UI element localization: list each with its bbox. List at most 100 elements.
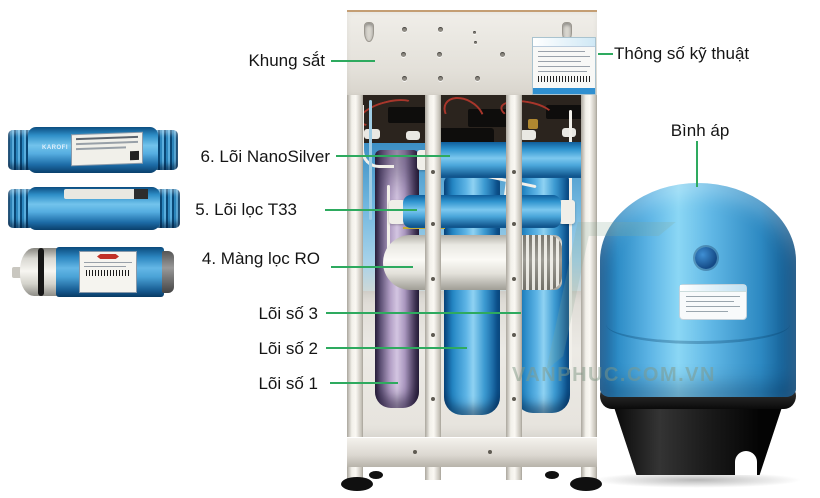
membrane-end-fitting <box>162 251 174 293</box>
frame-hole <box>438 76 443 81</box>
spec-row <box>538 51 585 52</box>
label-barcode <box>86 270 130 276</box>
frame-post <box>425 95 441 480</box>
screw <box>431 397 435 401</box>
ro-housing-ribbed-cap <box>517 235 562 290</box>
machinery-block <box>546 105 582 119</box>
spec-barcode <box>538 76 590 82</box>
cartridge-t33 <box>8 187 180 230</box>
screw <box>512 222 516 226</box>
tank-label-row <box>686 311 728 312</box>
screw <box>512 170 516 174</box>
screw <box>512 397 516 401</box>
water-tube <box>387 185 390 275</box>
callout-line-loi-t33 <box>325 209 417 211</box>
spec-row <box>538 61 581 62</box>
tank-base-notch <box>735 451 757 475</box>
label-text-line <box>84 266 126 267</box>
spec-row <box>538 66 590 67</box>
label-dark-mark <box>134 189 148 199</box>
tank-label-row <box>686 296 740 297</box>
brass-fitting <box>528 119 538 129</box>
callout-binh-ap: Bình áp <box>670 121 730 140</box>
screw <box>512 333 516 337</box>
yellow-wire <box>403 227 445 229</box>
tube-fitting <box>406 131 420 140</box>
machinery-block <box>388 107 430 123</box>
tube-fitting <box>559 200 575 224</box>
frame-hole <box>474 41 477 44</box>
callout-loi-so-3: Lõi số 3 <box>258 304 318 323</box>
callout-line-binh-ap <box>696 141 698 187</box>
cartridge-brand-text: KAROFI <box>42 145 68 151</box>
frame-post <box>581 95 597 480</box>
qr-code <box>130 150 139 161</box>
callout-line-khung-sat <box>331 60 375 62</box>
screw <box>512 277 516 281</box>
screw <box>431 277 435 281</box>
label-red-mark <box>97 254 119 259</box>
machine-frame <box>341 10 602 498</box>
spec-sticker <box>533 38 595 94</box>
frame-foot <box>570 477 602 491</box>
frame-post <box>506 95 522 480</box>
cartridge-label <box>72 132 142 166</box>
membrane-nipple <box>12 267 22 278</box>
callout-line-thong-so <box>598 53 613 55</box>
water-tube <box>569 110 572 370</box>
tank-label-header <box>680 285 746 292</box>
water-tube-blue <box>369 100 372 220</box>
cartridge-ro-membrane <box>12 246 174 298</box>
frame-top-panel <box>347 12 597 96</box>
frame-top-edge <box>347 10 597 13</box>
pressure-tank <box>592 183 802 488</box>
frame-hole <box>500 52 505 57</box>
frame-hole <box>473 31 476 34</box>
frame-post <box>347 95 363 480</box>
callout-line-loi-so-2 <box>326 347 467 349</box>
tank-label <box>680 285 746 319</box>
label-text-line <box>76 135 138 141</box>
frame-foot <box>341 477 373 491</box>
keyhole-slot <box>364 22 374 42</box>
cartridge-nanosilver: KAROFI <box>8 127 178 173</box>
tank-label-row <box>686 301 734 302</box>
spec-sticker-header <box>533 38 595 47</box>
frame-hole <box>437 52 442 57</box>
frame-foot <box>369 471 383 479</box>
tube-fitting <box>520 130 536 140</box>
frame-hole <box>401 52 406 57</box>
screw <box>413 450 417 454</box>
spec-row <box>538 71 587 72</box>
callout-line-loi-so-1 <box>330 382 398 384</box>
label-text-line <box>76 146 126 151</box>
callout-line-loi-nanosilver <box>336 155 450 157</box>
screw <box>431 333 435 337</box>
screw <box>431 170 435 174</box>
tank-label-row <box>686 306 740 307</box>
frame-hole <box>402 76 407 81</box>
watermark-text: VANPHUC.COM.VN <box>512 364 716 386</box>
frame-hole <box>402 27 407 32</box>
callout-mang-ro: 4. Màng lọc RO <box>201 249 320 268</box>
callout-loi-t33: 5. Lõi lọc T33 <box>195 200 297 219</box>
callout-line-mang-ro <box>331 266 413 268</box>
screw <box>431 222 435 226</box>
callout-loi-so-2: Lõi số 2 <box>258 339 318 358</box>
membrane-oring <box>38 248 44 296</box>
callout-line-loi-so-3 <box>326 312 521 314</box>
water-tube <box>361 105 394 168</box>
machinery-block <box>468 109 516 127</box>
tank-body <box>600 183 796 397</box>
filter-ro-membrane-housing <box>383 235 562 290</box>
frame-hole <box>438 27 443 32</box>
callout-thong-so: Thông số kỹ thuật <box>614 44 750 63</box>
tube-fitting <box>389 200 405 224</box>
label-text-line <box>76 140 138 146</box>
tank-seam-ridge <box>606 305 790 344</box>
spec-sticker-footer <box>533 88 595 94</box>
frame-bottom-rail <box>347 437 597 467</box>
label-text-line <box>84 262 132 263</box>
frame-hole <box>475 76 480 81</box>
